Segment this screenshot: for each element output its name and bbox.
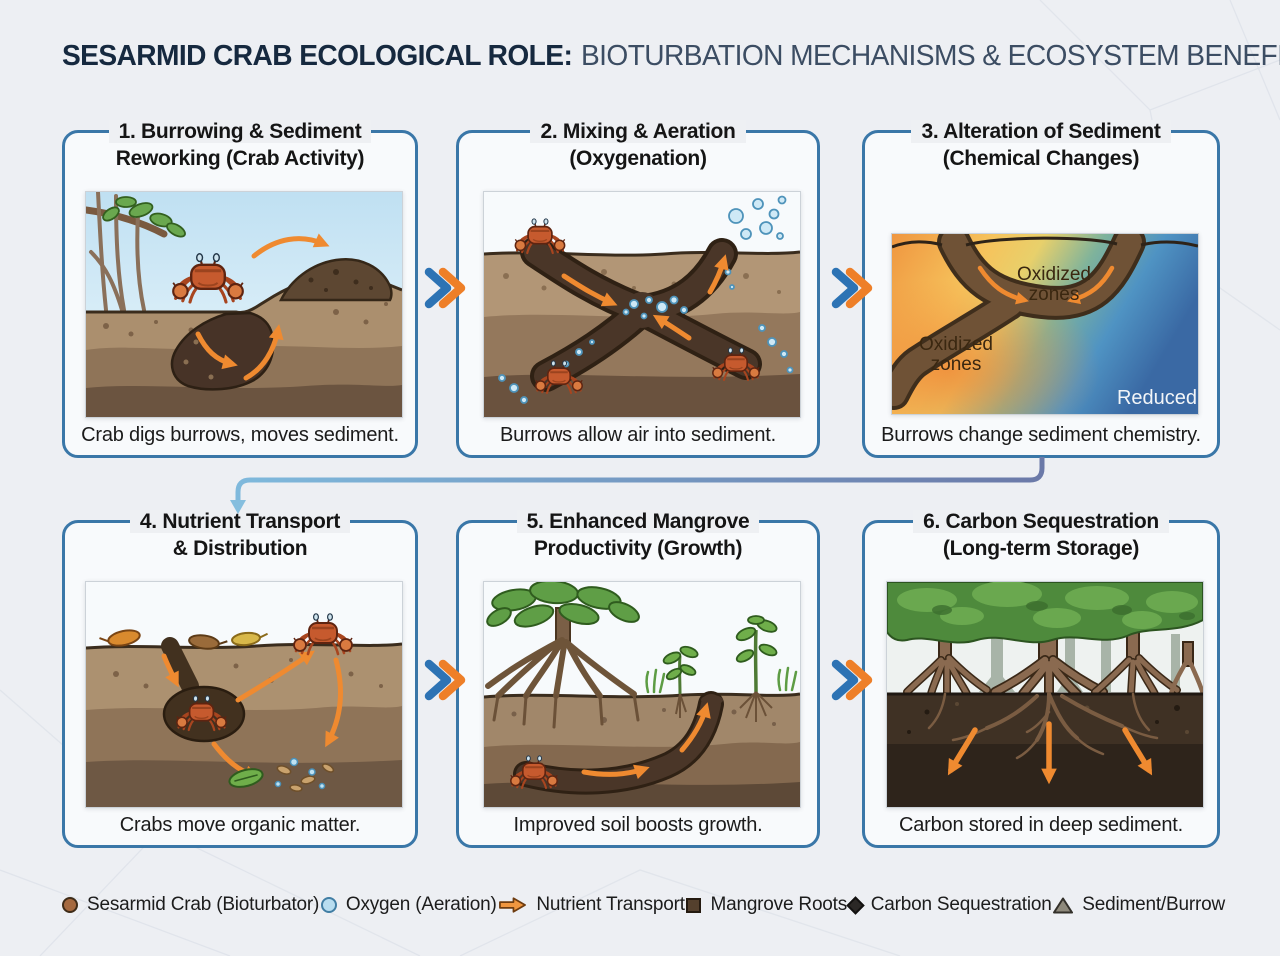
carbon-arrows — [947, 721, 1153, 785]
flow-arrow-2-3 — [831, 267, 873, 309]
burrow-channel — [513, 691, 724, 795]
page-title: SESARMID CRAB ECOLOGICAL ROLE:BIOTURBATI… — [62, 40, 1280, 73]
panel-aeration: 2. Mixing & Aeration (Oxygenation) — [456, 120, 820, 458]
panel-burrowing: 1. Burrowing & Sediment Reworking (Crab … — [62, 120, 418, 458]
panel-6-title-line1: 6. Carbon Sequestration — [913, 510, 1169, 533]
panel-6-title: 6. Carbon Sequestration (Long-term Stora… — [865, 508, 1217, 563]
panel-4-title-line2: & Distribution — [172, 537, 308, 561]
panel-2-caption: Burrows allow air into sediment. — [500, 424, 776, 446]
sapling — [735, 615, 778, 722]
page-title-rest: BIOTURBATION MECHANISMS & ECOSYSTEM BENE… — [580, 40, 1280, 72]
soil-arrows — [581, 702, 711, 779]
burrow-channel — [892, 234, 1146, 410]
seedling-small — [662, 645, 699, 718]
page-title-emphasis: SESARMID CRAB ECOLOGICAL ROLE: — [62, 40, 573, 72]
legend-label-roots: Mangrove Roots — [710, 894, 848, 915]
panel-5-title-line2: Productivity (Growth) — [533, 537, 743, 561]
panel-4-title-line1: 4. Nutrient Transport — [129, 510, 351, 533]
panel-carbon-sequestration: 6. Carbon Sequestration (Long-term Stora… — [862, 510, 1220, 848]
mangrove-branch — [86, 192, 186, 312]
legend-label-carbon: Carbon Sequestration — [870, 894, 1052, 915]
oxidized-label-top-line2: zones — [1029, 284, 1080, 305]
air-arrows — [561, 254, 729, 341]
organic-matter — [228, 757, 335, 792]
burrow-entrance — [161, 637, 199, 695]
flow-arrow-4-5 — [424, 659, 466, 701]
reduced-label: Reduced — [1117, 387, 1197, 409]
panel-4-illustration — [85, 581, 403, 808]
panel-nutrient-transport: 4. Nutrient Transport & Distribution — [62, 510, 418, 848]
legend-item-crab: Sesarmid Crab (Bioturbator) — [62, 894, 319, 916]
legend-label-sediment: Sediment/Burrow — [1082, 894, 1225, 915]
panel-1-illustration — [85, 191, 403, 418]
panel-1-title-line1: 1. Burrowing & Sediment — [108, 120, 372, 143]
panel-3-illustration: Oxidized zones Oxidized zones Reduced — [891, 233, 1199, 415]
nutrient-arrows — [195, 233, 330, 381]
legend-label-oxygen: Oxygen (Aeration) — [345, 894, 497, 915]
legend-item-roots: Mangrove Roots — [686, 894, 847, 916]
oxygen-dot-icon — [320, 897, 337, 913]
panel-3-title: 3. Alteration of Sediment (Chemical Chan… — [865, 118, 1217, 173]
panel-2-title: 2. Mixing & Aeration (Oxygenation) — [459, 118, 817, 173]
panel-5-illustration — [483, 581, 801, 808]
oxidized-label-left-line1: Oxidized — [919, 334, 993, 355]
crab-dot-icon — [62, 897, 78, 913]
panel-2-illustration — [483, 191, 801, 418]
nutrient-arrow-icon — [499, 897, 527, 913]
carbon-scene — [887, 582, 1203, 807]
legend: Sesarmid Crab (Bioturbator) Oxygen (Aera… — [62, 888, 1225, 922]
panel-6-caption: Carbon stored in deep sediment. — [899, 814, 1183, 836]
mangrove-roots-icon — [686, 897, 702, 913]
panel-4-title: 4. Nutrient Transport & Distribution — [65, 508, 415, 563]
flow-arrow-5-6 — [831, 659, 873, 701]
panel-1-title-line2: Reworking (Crab Activity) — [115, 147, 365, 171]
panel-3-title-line2: (Chemical Changes) — [942, 147, 1140, 171]
panel-1-caption: Crab digs burrows, moves sediment. — [81, 424, 399, 446]
chemistry-scene: Oxidized zones Oxidized zones Reduced — [892, 234, 1198, 414]
flow-arrow-1-2 — [424, 267, 466, 309]
flow-arrow-3-4 — [230, 457, 1045, 514]
panel-2-title-line2: (Oxygenation) — [569, 147, 707, 171]
panel-6-illustration — [886, 581, 1204, 808]
oxidized-label-left-line2: zones — [931, 354, 982, 375]
oxidized-label-top-line1: Oxidized — [1017, 264, 1091, 285]
carbon-diamond-icon — [846, 895, 865, 915]
panel-5-title-line1: 5. Enhanced Mangrove — [516, 510, 760, 533]
panel-3-title-line1: 3. Alteration of Sediment — [911, 120, 1171, 143]
burrowing-scene — [86, 192, 402, 417]
surface-leaves — [99, 629, 269, 650]
legend-label-crab: Sesarmid Crab (Bioturbator) — [87, 894, 320, 915]
productivity-scene — [484, 582, 800, 807]
sediment-mound — [278, 257, 393, 302]
legend-label-nutrient: Nutrient Transport — [536, 894, 685, 915]
panel-3-caption: Burrows change sediment chemistry. — [881, 424, 1201, 446]
mangrove-tree — [485, 582, 640, 729]
legend-item-oxygen: Oxygen (Aeration) — [320, 894, 497, 916]
panel-5-title: 5. Enhanced Mangrove Productivity (Growt… — [459, 508, 817, 563]
surface-line — [892, 236, 1198, 249]
nutrient-scene — [86, 582, 402, 807]
sediment-triangle-icon — [1053, 897, 1074, 913]
legend-item-nutrient: Nutrient Transport — [498, 894, 685, 916]
legend-item-sediment: Sediment/Burrow — [1053, 894, 1225, 916]
panel-4-caption: Crabs move organic matter. — [119, 814, 361, 836]
grass-tufts — [645, 666, 798, 694]
panel-5-caption: Improved soil boosts growth. — [513, 814, 763, 836]
panel-6-title-line2: (Long-term Storage) — [942, 537, 1140, 561]
panel-1-title: 1. Burrowing & Sediment Reworking (Crab … — [65, 118, 415, 173]
panel-mangrove-productivity: 5. Enhanced Mangrove Productivity (Growt… — [456, 510, 820, 848]
panel-chemistry: 3. Alteration of Sediment (Chemical Chan… — [862, 120, 1220, 458]
legend-item-carbon: Carbon Sequestration — [846, 894, 1052, 916]
oxidation-arrows — [977, 265, 1115, 305]
aeration-scene — [484, 192, 800, 417]
panel-2-title-line1: 2. Mixing & Aeration — [530, 120, 746, 143]
